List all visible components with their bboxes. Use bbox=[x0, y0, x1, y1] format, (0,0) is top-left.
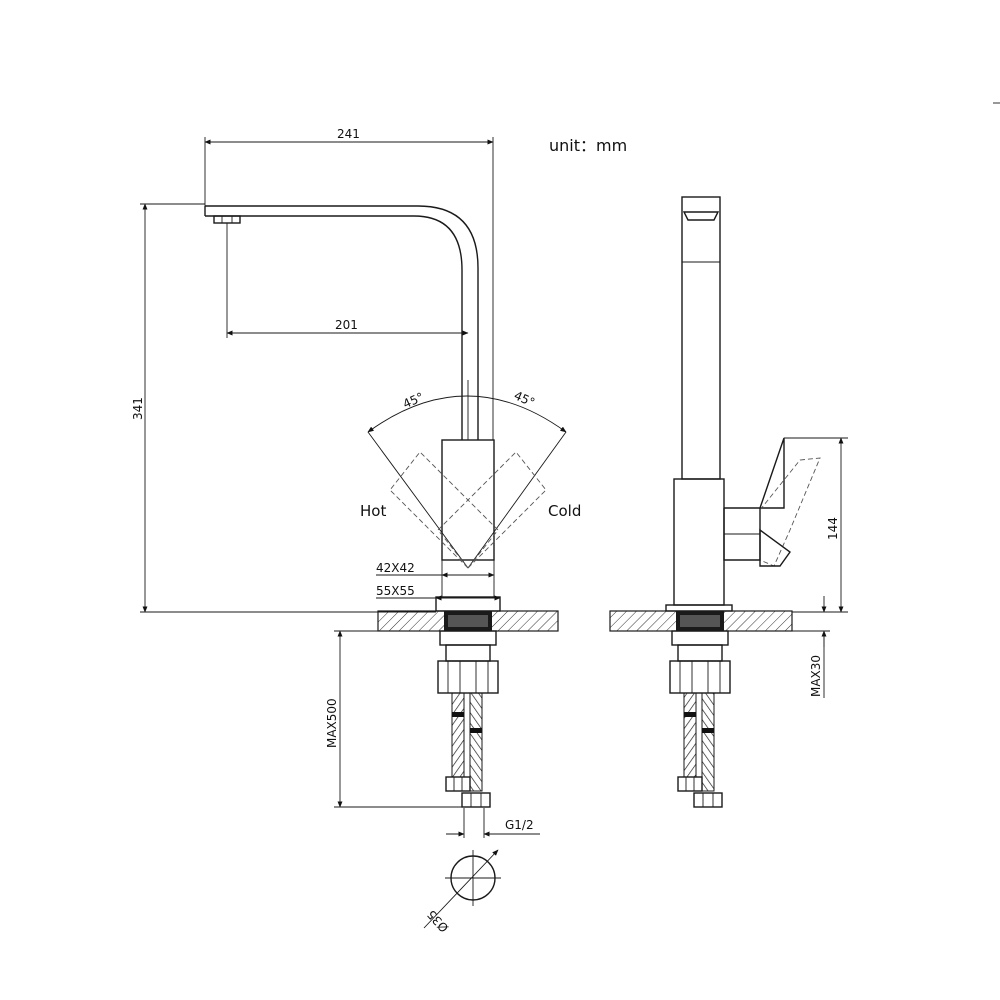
hose-left-front bbox=[451, 692, 465, 778]
base-size-label: 55X55 bbox=[376, 584, 415, 598]
angle-cold-label: 45° bbox=[512, 388, 537, 409]
hose-nut-right bbox=[461, 792, 491, 808]
total-height-label: 341 bbox=[131, 397, 145, 420]
thread-label: G1/2 bbox=[505, 818, 534, 832]
side-handle-lever bbox=[724, 437, 785, 509]
base-flange bbox=[435, 596, 501, 612]
spout-inner-label: 201 bbox=[335, 318, 358, 332]
side-base bbox=[665, 604, 733, 612]
side-spout bbox=[681, 196, 721, 480]
cold-label: Cold bbox=[548, 502, 581, 520]
handle-height-label: 144 bbox=[826, 517, 840, 540]
spout-inner bbox=[205, 215, 463, 440]
hot-handle-ghost bbox=[389, 451, 499, 569]
aerator bbox=[213, 215, 241, 224]
spout-outer bbox=[205, 205, 479, 440]
handle-rotation-arc bbox=[367, 395, 567, 433]
front-view: 45° 45° Hot Cold 42X42 55X55 bbox=[131, 127, 581, 935]
hose-nut-left bbox=[445, 776, 471, 792]
max-hose-label: MAX500 bbox=[325, 698, 339, 748]
hole-diameter-label: Ø35 bbox=[424, 907, 451, 935]
side-body bbox=[673, 478, 725, 606]
unit-label: unit：mm bbox=[549, 136, 627, 155]
side-view: 144 MAX30 bbox=[609, 196, 848, 808]
hot-label: Hot bbox=[360, 502, 386, 520]
angle-hot-label: 45° bbox=[401, 390, 426, 411]
body-size-label: 42X42 bbox=[376, 561, 415, 575]
spout-reach-label: 241 bbox=[337, 127, 360, 141]
cold-handle-ghost bbox=[437, 451, 547, 569]
hose-left-side bbox=[683, 692, 697, 778]
side-aerator bbox=[682, 211, 720, 221]
hose-right-front bbox=[469, 692, 483, 792]
side-handle-ghost bbox=[759, 457, 821, 567]
lock-nut-front bbox=[437, 660, 499, 694]
hose-right-side bbox=[701, 692, 715, 792]
max-counter-label: MAX30 bbox=[809, 655, 823, 697]
lock-nut-side bbox=[669, 660, 731, 694]
